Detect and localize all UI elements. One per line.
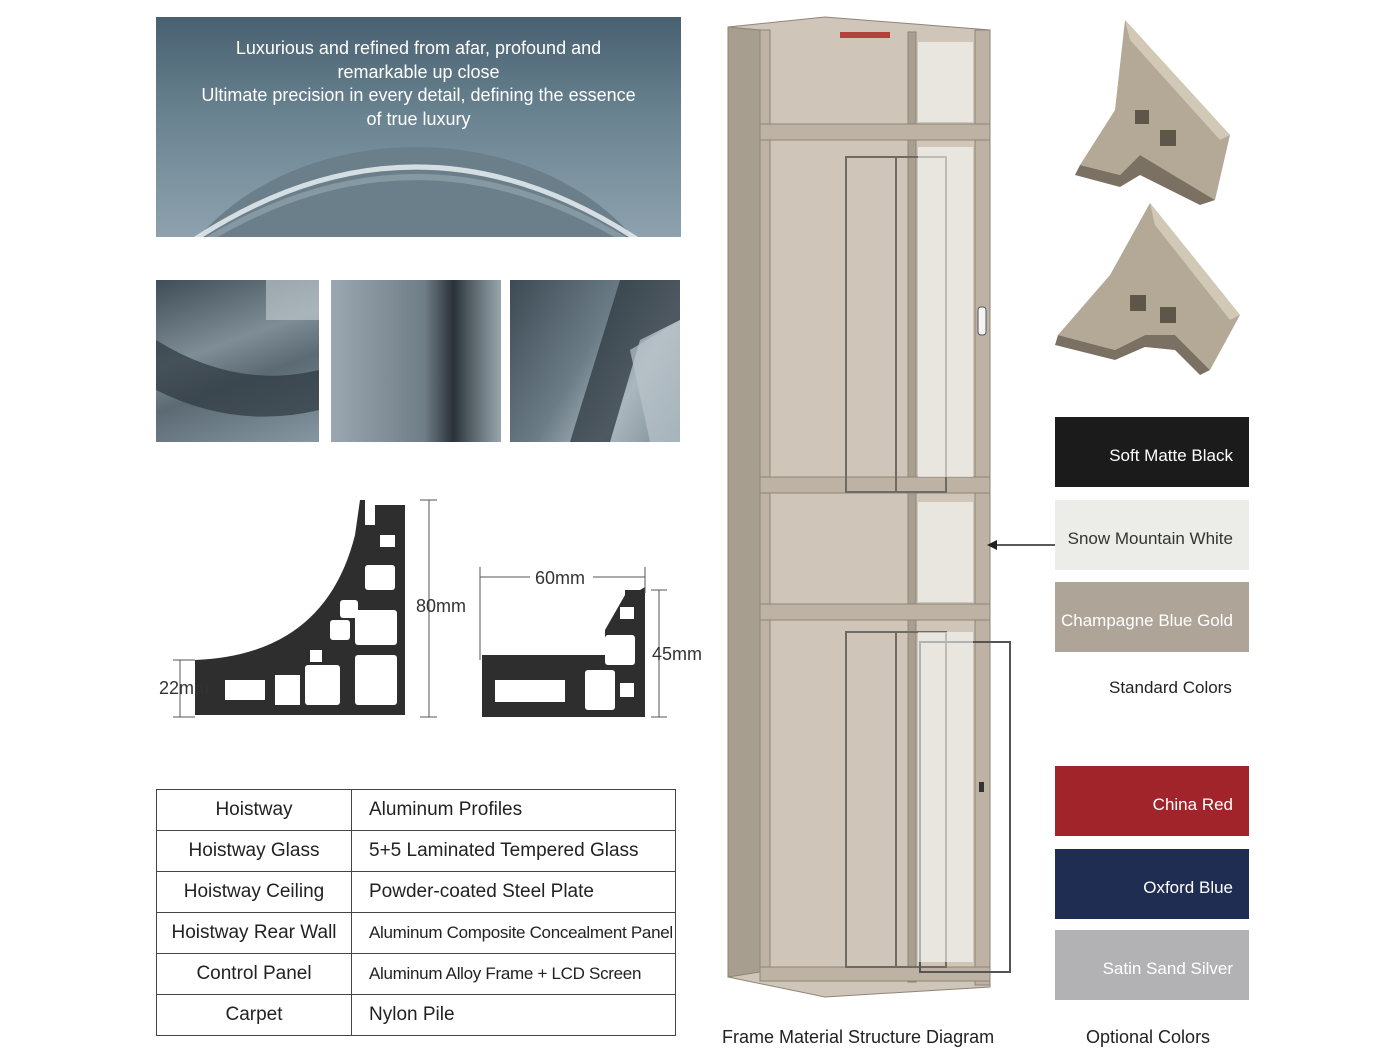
hero-tagline: Luxurious and refined from afar, profoun… — [156, 37, 681, 131]
swatch-label: China Red — [1152, 795, 1233, 814]
detail-photo-corner — [156, 280, 319, 442]
standard-colors-heading: Standard Colors — [1109, 678, 1232, 697]
swatch-oxford-blue: Oxford Blue — [1055, 849, 1249, 919]
detail-photo-frame — [510, 280, 680, 442]
swatch-satin-sand-silver: Satin Sand Silver — [1055, 930, 1249, 1000]
hero-tagline-line2: remarkable up close — [337, 61, 500, 82]
component-cell: Carpet — [156, 994, 352, 1036]
table-row: Carpet Nylon Pile — [156, 994, 676, 1036]
profile-render-bottom — [1055, 203, 1240, 375]
component-cell: Hoistway Ceiling — [156, 871, 352, 913]
table-row: Hoistway Rear Wall Aluminum Composite Co… — [156, 912, 676, 954]
detail-photo-profile — [331, 280, 501, 442]
material-cell: Aluminum Profiles — [351, 789, 676, 831]
table-row: Hoistway Ceiling Powder-coated Steel Pla… — [156, 871, 676, 913]
swatch-label: Snow Mountain White — [1067, 529, 1233, 548]
table-row: Control Panel Aluminum Alloy Frame + LCD… — [156, 953, 676, 995]
table-row: Hoistway Glass 5+5 Laminated Tempered Gl… — [156, 830, 676, 872]
dimension-22mm: 22mm — [159, 678, 210, 698]
dimension-45mm: 45mm — [652, 644, 703, 664]
component-cell: Hoistway Rear Wall — [156, 912, 352, 954]
diagram-caption: Frame Material Structure Diagram — [722, 1027, 995, 1047]
swatch-champagne-blue-gold: Champagne Blue Gold — [1055, 582, 1249, 652]
material-cell: Nylon Pile — [351, 994, 676, 1036]
large-profile-section — [195, 500, 405, 715]
material-cell: Powder-coated Steel Plate — [351, 871, 676, 913]
swatch-soft-matte-black: Soft Matte Black — [1055, 417, 1249, 487]
material-cell: Aluminum Alloy Frame + LCD Screen — [351, 953, 676, 995]
component-cell: Hoistway Glass — [156, 830, 352, 872]
component-cell: Control Panel — [156, 953, 352, 995]
curved-surface-graphic — [193, 147, 639, 237]
dimension-80mm: 80mm — [416, 596, 467, 616]
profile-render-top — [1075, 20, 1230, 205]
swatch-china-red: China Red — [1055, 766, 1249, 836]
spec-table: Hoistway Aluminum Profiles Hoistway Glas… — [156, 789, 676, 1036]
profile-cross-sections — [173, 499, 667, 718]
swatch-label: Champagne Blue Gold — [1060, 611, 1233, 630]
component-cell: Hoistway — [156, 789, 352, 831]
optional-colors-heading: Optional Colors — [1086, 1027, 1211, 1047]
material-cell: 5+5 Laminated Tempered Glass — [351, 830, 676, 872]
swatch-label: Oxford Blue — [1143, 878, 1233, 897]
swatch-label: Soft Matte Black — [1109, 446, 1233, 465]
hero-banner: Luxurious and refined from afar, profoun… — [156, 17, 681, 237]
callout-arrow-icon — [987, 540, 1057, 550]
material-cell: Aluminum Composite Concealment Panel — [351, 912, 676, 954]
table-row: Hoistway Aluminum Profiles — [156, 789, 676, 831]
hero-tagline-line3: Ultimate precision in every detail, defi… — [201, 85, 636, 105]
elevator-frame-illustration — [727, 16, 1011, 998]
dimension-60mm: 60mm — [535, 568, 586, 588]
swatch-label: Satin Sand Silver — [1102, 959, 1233, 978]
hero-tagline-line1: Luxurious and refined from afar, profoun… — [235, 38, 602, 58]
swatch-snow-mountain-white: Snow Mountain White — [1055, 500, 1249, 570]
profile-corner-renders — [1055, 20, 1240, 375]
hero-tagline-line4: of true luxury — [366, 108, 471, 129]
